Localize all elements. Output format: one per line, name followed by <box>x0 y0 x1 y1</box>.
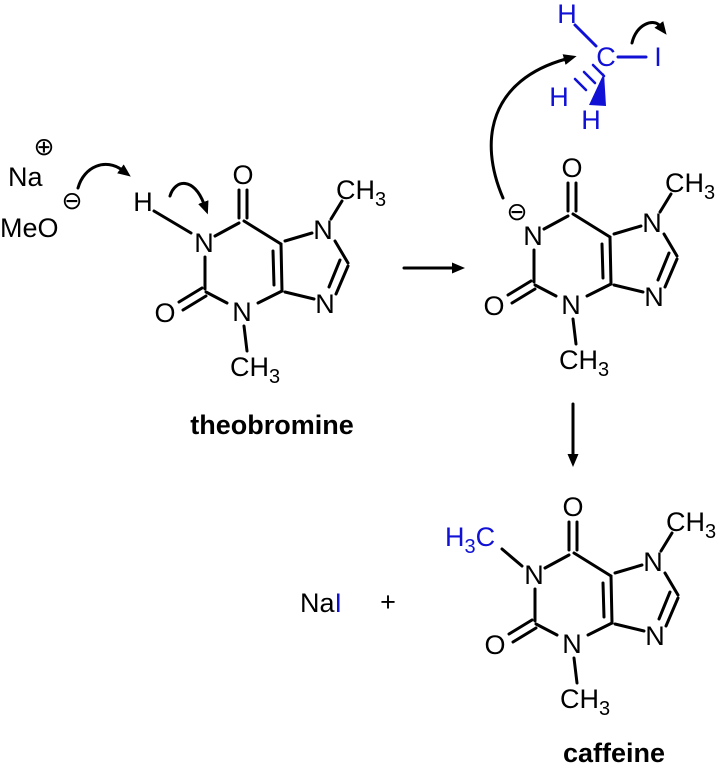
atom-h1: H <box>133 187 153 217</box>
n7-methyl-main: CH <box>665 168 704 198</box>
atom-n1: N <box>194 228 214 258</box>
molecule-caffeine: H3C N O O N N N CH3 CH3 caffeine <box>445 492 716 767</box>
curved-arrow-ci-bond-to-i-icon <box>630 21 667 45</box>
atom-n9: N <box>315 289 335 319</box>
atom-n7: N <box>643 547 663 577</box>
n3-methyl-sub: 3 <box>269 366 280 388</box>
n3-methyl-main: CH <box>230 352 269 382</box>
atom-n3: N <box>562 629 582 659</box>
atom-o2: O <box>483 291 504 321</box>
atom-o2: O <box>154 298 175 328</box>
curved-arrow-methoxide-to-h-icon <box>76 162 131 190</box>
n7-methyl-label: CH3 <box>665 168 715 204</box>
product-sodium-iodide: NaI + <box>300 587 396 618</box>
reagent-sodium-methoxide: Na ⊕ MeO ⊖ <box>0 133 131 243</box>
caffeine-name-label: caffeine <box>563 738 665 767</box>
n7-methyl-label: CH3 <box>666 507 716 543</box>
hashed-bond-dash <box>573 77 588 92</box>
n3-methyl-label: CH3 <box>560 684 610 720</box>
wedge-bond <box>589 73 606 106</box>
atom-h-top: H <box>557 0 577 29</box>
atom-n7: N <box>642 208 662 238</box>
atom-n3: N <box>561 290 581 320</box>
plus-sign: + <box>380 587 396 617</box>
n7-methyl-sub: 3 <box>704 182 715 204</box>
atom-n9: N <box>644 282 664 312</box>
curved-arrow-nh-bond-to-n-icon <box>168 181 209 215</box>
n3-methyl-main: CH <box>560 684 599 714</box>
atom-n1: N <box>523 221 543 251</box>
n1-methyl-label: H3C <box>445 522 495 558</box>
bond-h-n1 <box>152 209 193 235</box>
methoxide-label: MeO <box>0 213 59 243</box>
n7-methyl-sub: 3 <box>375 189 386 211</box>
n3-methyl-sub: 3 <box>599 698 610 720</box>
sodium-label: Na <box>8 162 43 192</box>
atom-i: I <box>654 42 662 72</box>
n7-methyl-sub: 3 <box>705 521 716 543</box>
atom-o6: O <box>232 160 253 190</box>
minus-charge-icon: ⊖ <box>507 198 528 226</box>
n7-methyl-main: CH <box>666 507 705 537</box>
plus-charge-icon: ⊕ <box>34 133 55 161</box>
n1-methyl-h: H <box>445 522 465 552</box>
hashed-bond-dash <box>582 70 597 85</box>
n3-methyl-sub: 3 <box>598 359 609 381</box>
molecule-theobromine: H N O O N N N CH3 CH3 theobromine <box>133 160 386 440</box>
n1-methyl-sub: 3 <box>465 536 476 558</box>
curved-arrow-anion-to-carbon-icon <box>489 54 577 200</box>
nai-sodium-part: Na <box>300 588 335 618</box>
atom-h-bottom: H <box>581 105 601 135</box>
atom-o2: O <box>484 630 505 660</box>
bond-c-htop <box>573 23 598 48</box>
n3-methyl-main: CH <box>559 345 598 375</box>
bond-h3c-n1 <box>500 547 524 568</box>
atom-o6: O <box>562 492 583 522</box>
molecule-methyl-iodide: H C I H H <box>549 0 667 135</box>
nai-iodine-part: I <box>335 588 343 618</box>
n3-methyl-label: CH3 <box>230 352 280 388</box>
atom-c: C <box>596 42 616 72</box>
atom-n3: N <box>232 297 252 327</box>
atom-o6: O <box>561 153 582 183</box>
hashed-bond-dash <box>591 63 606 78</box>
atom-n7: N <box>313 215 333 245</box>
n7-methyl-main: CH <box>336 175 375 205</box>
minus-charge-icon: ⊖ <box>62 187 83 215</box>
atom-n9: N <box>645 621 665 651</box>
theobromine-name-label: theobromine <box>190 410 354 440</box>
n7-methyl-label: CH3 <box>336 175 386 211</box>
n3-methyl-label: CH3 <box>559 345 609 381</box>
n1-methyl-c: C <box>476 522 496 552</box>
nai-label: NaI <box>300 588 342 618</box>
atom-n1: N <box>524 560 544 590</box>
molecule-theobromine-anion: ⊖ N O O N N N CH3 CH3 <box>483 153 715 381</box>
atom-h-left: H <box>549 82 569 112</box>
